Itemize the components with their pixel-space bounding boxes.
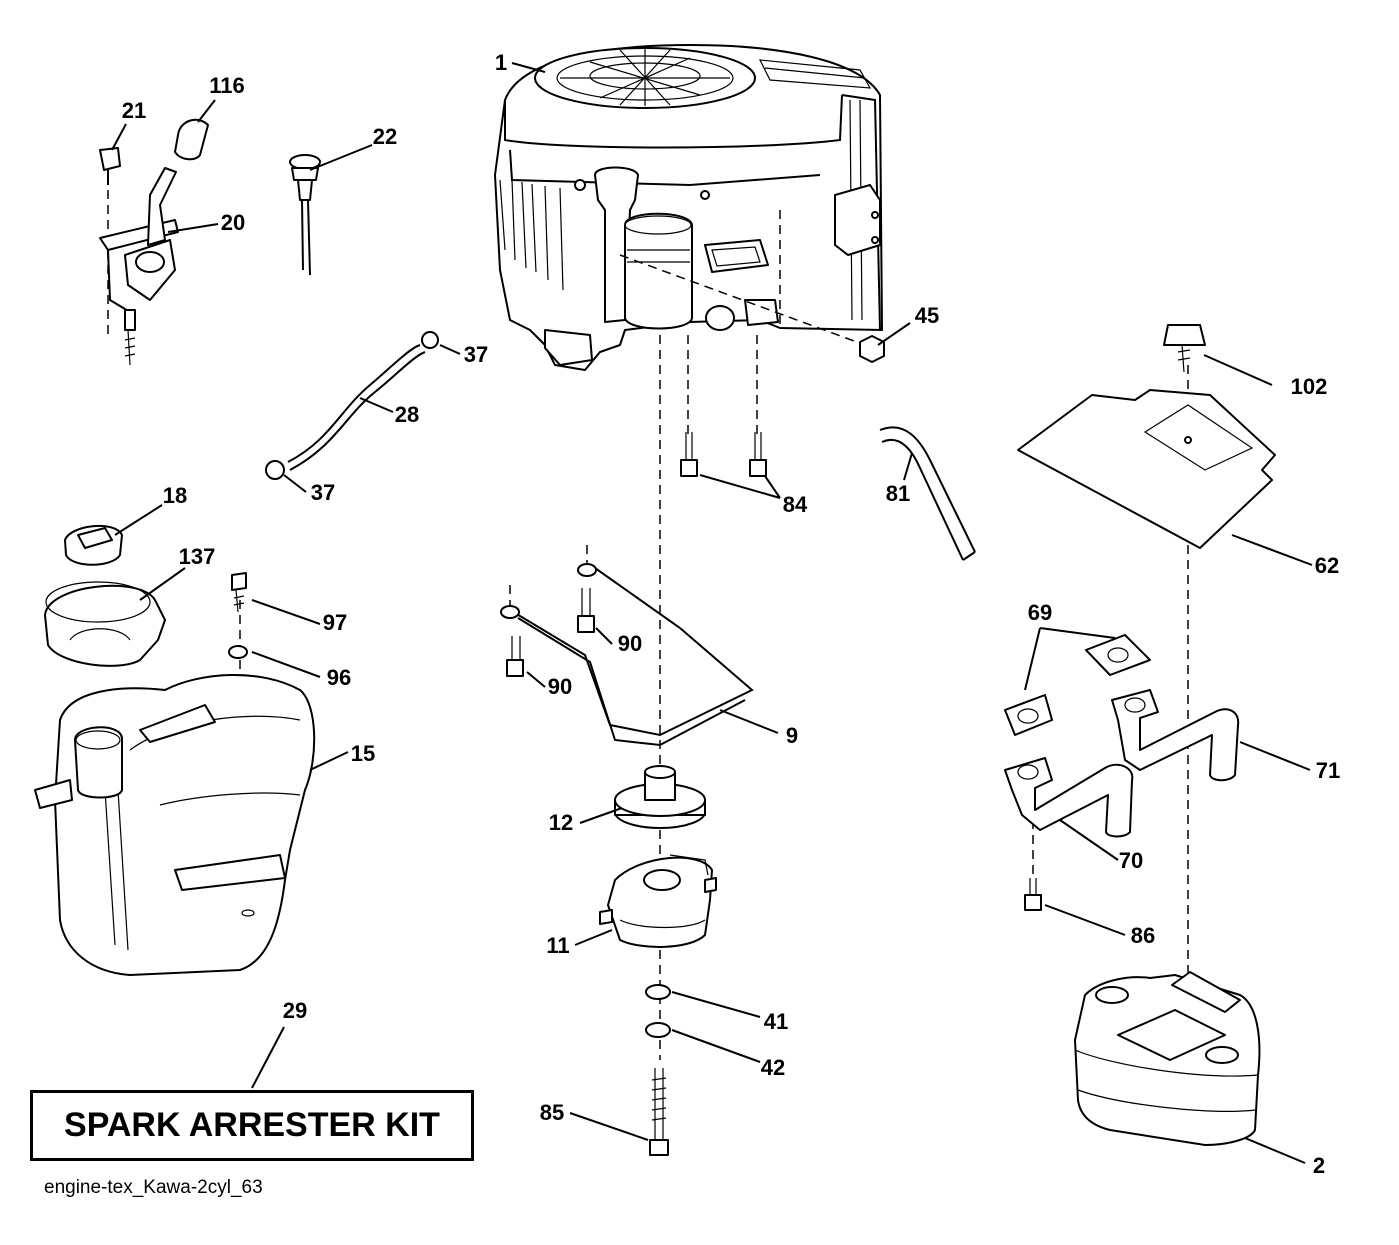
callout-97: 97 (322, 610, 348, 635)
screw-washer-parts (228, 572, 248, 659)
callout-2: 2 (1312, 1153, 1326, 1178)
callout-116: 116 (209, 73, 245, 98)
callout-9: 9 (785, 723, 799, 748)
nut-part-45 (859, 335, 885, 363)
callout-96: 96 (326, 665, 352, 690)
callout-12: 12 (548, 810, 574, 835)
callout-41: 41 (763, 1009, 789, 1034)
exhaust-pipe-part-70 (1004, 757, 1134, 838)
callout-69: 69 (1027, 600, 1053, 625)
gaskets-part-69 (1004, 634, 1151, 736)
pulley-part-12 (614, 765, 706, 829)
callout-37-upper: 37 (463, 342, 489, 367)
callout-90-upper: 90 (617, 631, 643, 656)
callout-29: 29 (282, 998, 308, 1023)
fuel-tank-part-15 (34, 673, 316, 976)
callout-90-lower: 90 (547, 674, 573, 699)
callout-15: 15 (350, 741, 376, 766)
bolts-part-84 (680, 432, 767, 477)
callout-45: 45 (914, 303, 940, 328)
throttle-control-parts (99, 118, 209, 366)
callout-62: 62 (1314, 553, 1340, 578)
bolt-part-86 (1024, 878, 1042, 911)
callout-28: 28 (394, 402, 420, 427)
callout-11: 11 (546, 933, 570, 958)
callout-18: 18 (162, 483, 188, 508)
callout-84: 84 (782, 492, 808, 517)
clutch-part-11 (599, 854, 717, 948)
callout-1: 1 (494, 50, 508, 75)
callout-22: 22 (372, 124, 398, 149)
fuel-line-part-28 (265, 331, 439, 480)
heat-shield-part-62 (1017, 324, 1276, 549)
bolts-part-90 (506, 588, 595, 677)
fuel-cap-part-18 (64, 524, 123, 566)
callout-102: 102 (1290, 374, 1328, 399)
muffler-part-2 (1074, 971, 1261, 1146)
spark-arrester-kit-box: SPARK ARRESTER KIT (30, 1090, 474, 1161)
belt-guide-part-9 (500, 545, 754, 747)
diagram-identifier: engine-tex_Kawa-2cyl_63 (44, 1177, 263, 1198)
callout-137: 137 (178, 544, 216, 569)
washers-bolt-parts (645, 984, 671, 1156)
dipstick-part-22 (289, 154, 321, 276)
funnel-part-137 (44, 581, 166, 667)
callout-21: 21 (121, 98, 147, 123)
spark-arrester-kit-label: SPARK ARRESTER KIT (64, 1106, 440, 1144)
callout-42: 42 (760, 1055, 786, 1080)
exhaust-pipe-part-71 (1111, 689, 1240, 782)
hose-part-81 (879, 426, 976, 561)
leader-lines (111, 62, 1313, 1164)
callout-70: 70 (1118, 848, 1144, 873)
callout-37-lower: 37 (310, 480, 336, 505)
callout-20: 20 (220, 210, 246, 235)
callout-81: 81 (885, 481, 911, 506)
callout-86: 86 (1130, 923, 1156, 948)
callout-85: 85 (539, 1100, 565, 1125)
callout-71: 71 (1315, 758, 1341, 783)
engine-part-1 (494, 44, 883, 371)
